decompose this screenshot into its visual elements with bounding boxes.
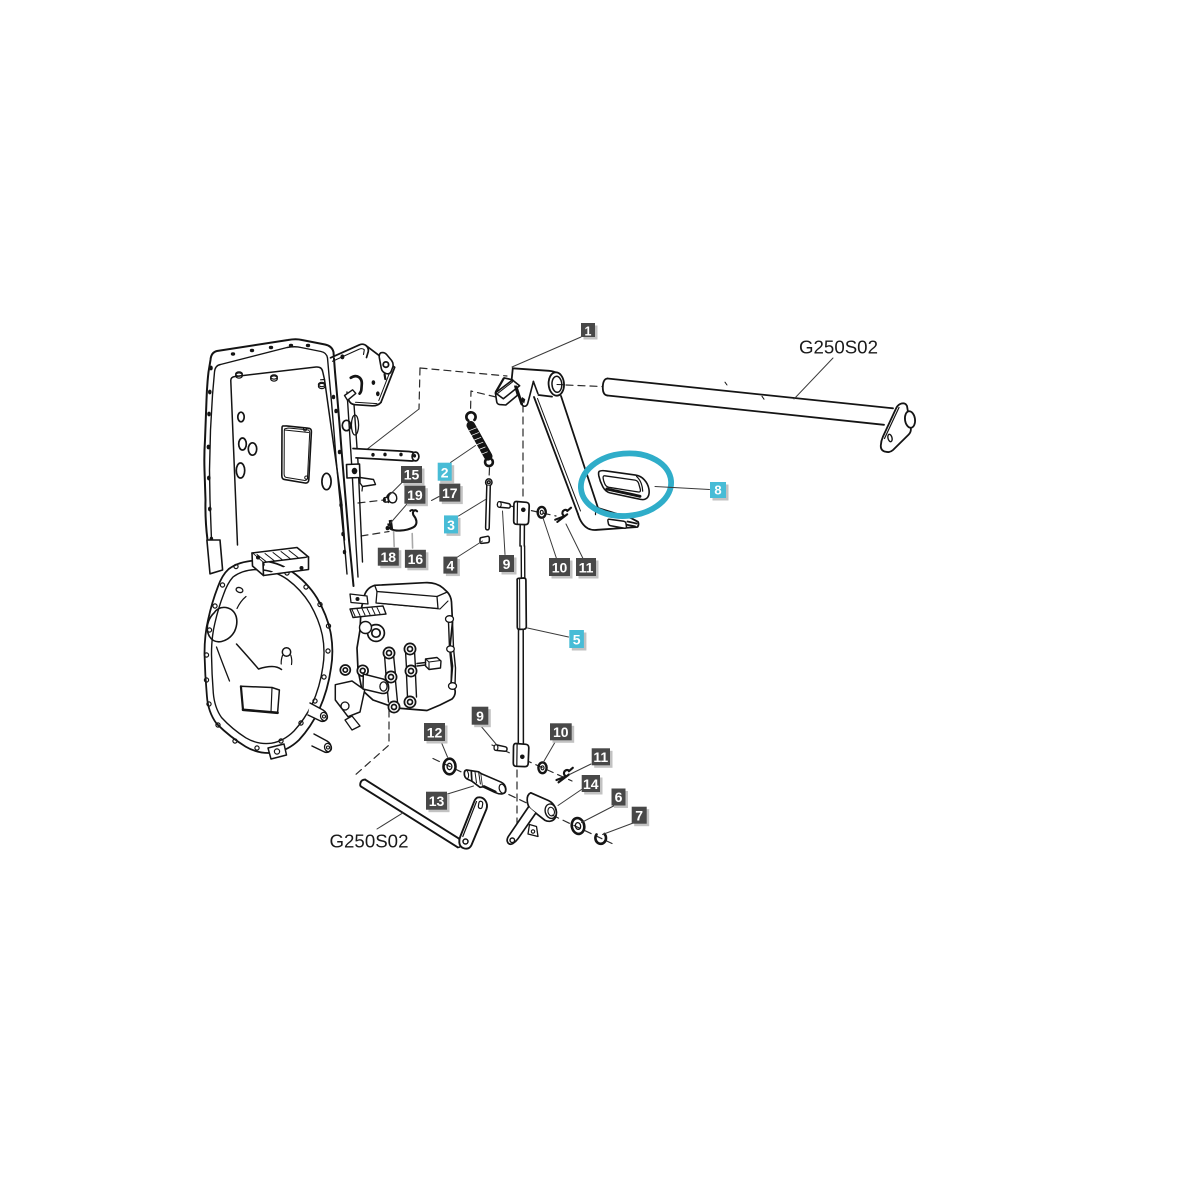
svg-text:8: 8 (714, 483, 721, 498)
svg-text:15: 15 (404, 467, 420, 483)
svg-text:17: 17 (442, 485, 458, 501)
svg-text:12: 12 (427, 725, 443, 741)
svg-text:18: 18 (381, 549, 397, 565)
svg-text:16: 16 (408, 551, 424, 567)
svg-text:4: 4 (447, 558, 455, 574)
svg-text:10: 10 (553, 724, 569, 740)
svg-text:10: 10 (552, 560, 568, 576)
svg-text:11: 11 (593, 749, 608, 765)
svg-text:11: 11 (579, 560, 594, 576)
svg-text:14: 14 (583, 776, 599, 792)
svg-text:19: 19 (407, 487, 423, 503)
svg-text:9: 9 (503, 556, 511, 572)
svg-text:9: 9 (476, 708, 484, 724)
svg-text:13: 13 (429, 793, 445, 809)
svg-text:G250S02: G250S02 (330, 831, 409, 852)
svg-text:1: 1 (585, 325, 592, 339)
svg-text:7: 7 (635, 808, 643, 824)
svg-text:2: 2 (441, 465, 449, 481)
svg-text:6: 6 (615, 789, 623, 805)
svg-text:3: 3 (447, 517, 455, 533)
svg-text:G250S02: G250S02 (799, 337, 878, 358)
svg-text:5: 5 (573, 632, 581, 648)
